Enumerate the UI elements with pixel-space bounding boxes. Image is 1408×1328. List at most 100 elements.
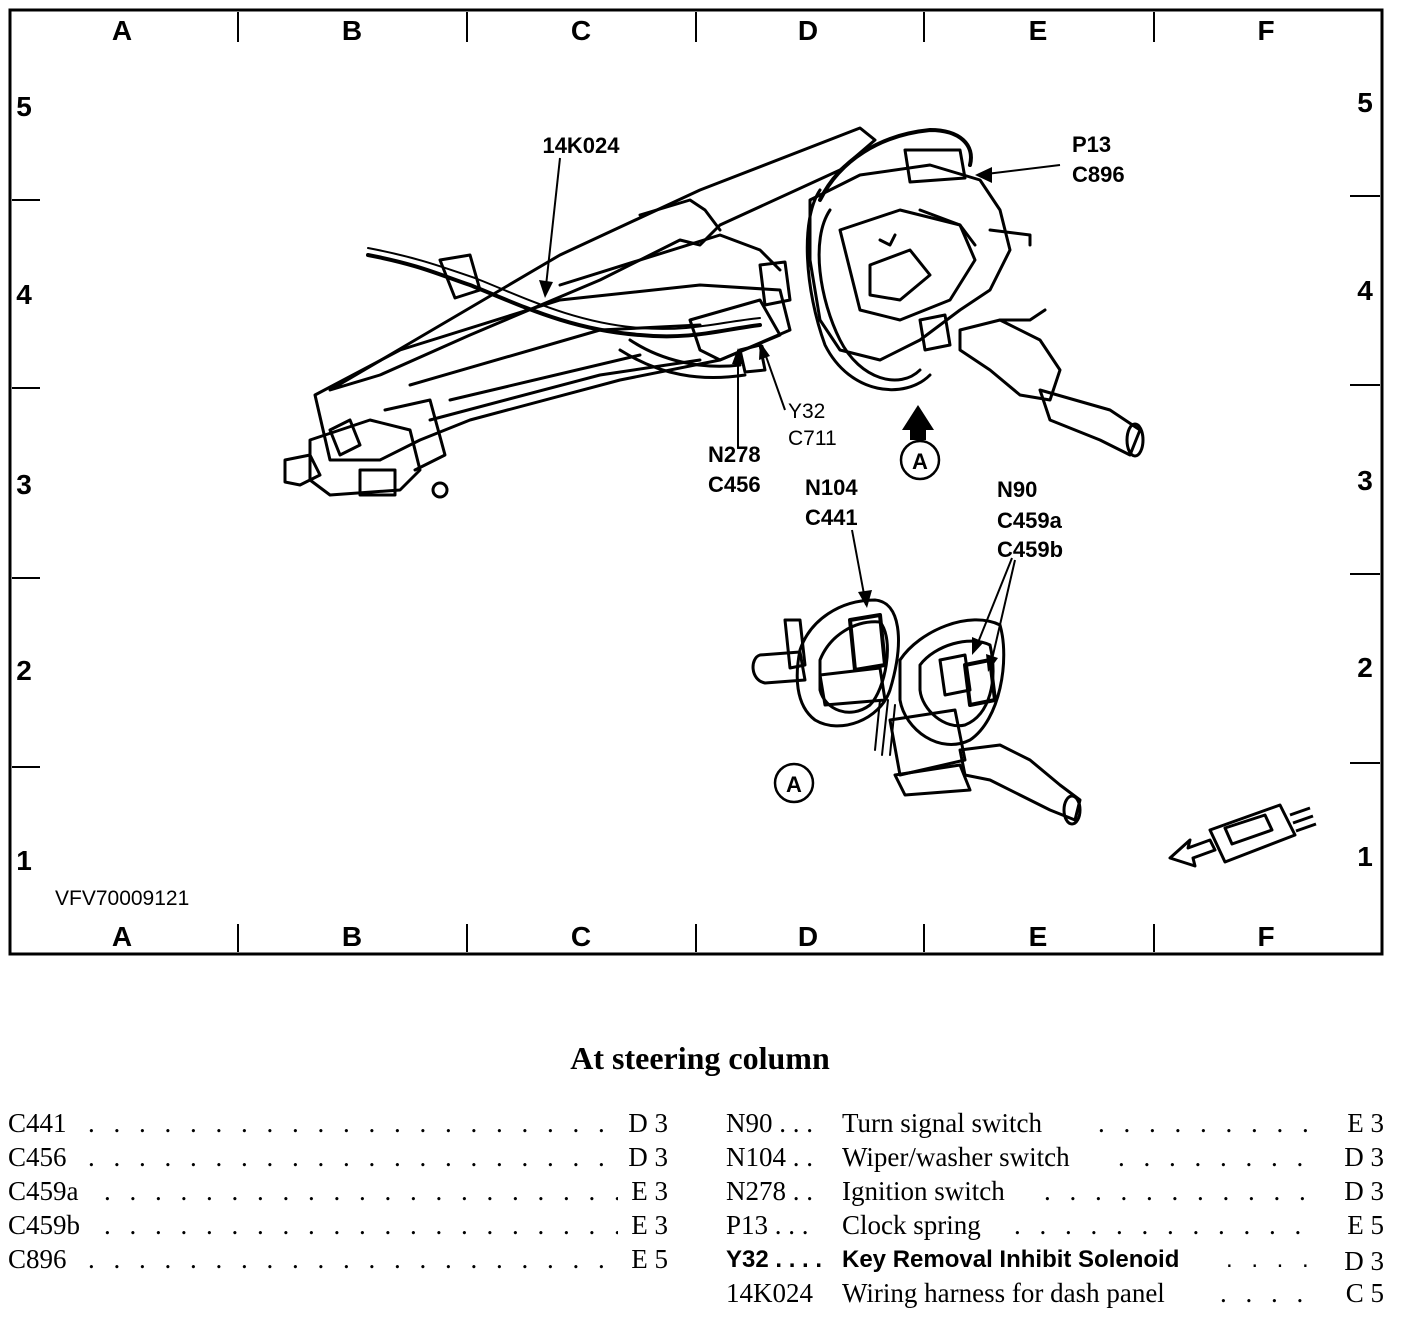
grid-columns-top: A B C D E F	[112, 15, 1275, 46]
legend-leader: . . . . . .	[1226, 1246, 1320, 1273]
legend-right: N90 . . . Turn signal switch . . . . . .…	[726, 1108, 1386, 1318]
legend-location: D 3	[1344, 1176, 1384, 1206]
legend-code: N104 . .	[726, 1142, 813, 1172]
callout-y32: Y32	[788, 400, 825, 423]
grid-row-label: 3	[16, 469, 32, 500]
legend-row: C441 . . . . . . . . . . . . . . . . . .…	[8, 1108, 668, 1140]
legend-code: P13 . . .	[726, 1210, 809, 1240]
legend-row: N90 . . . Turn signal switch . . . . . .…	[726, 1108, 1386, 1140]
grid-row-label: 5	[1357, 87, 1373, 118]
legend-leader: . . . . . . . . . . . . . . . . . . . . …	[104, 1176, 618, 1206]
grid-col-label: C	[571, 15, 591, 46]
detail-a-label: A	[786, 772, 802, 797]
legend-code: Y32 . . . .	[726, 1246, 823, 1273]
grid-row-label: 2	[1357, 652, 1373, 683]
legend-location: E 5	[1347, 1210, 1384, 1240]
grid-row-label: 4	[1357, 275, 1373, 306]
legend-location: D 3	[628, 1108, 668, 1138]
legend-description: Turn signal switch	[842, 1108, 1043, 1138]
grid-col-label: F	[1257, 921, 1274, 952]
detail-a-marker	[773, 762, 815, 804]
diagram-frame	[8, 8, 1384, 956]
legend-location: E 3	[631, 1176, 668, 1206]
grid-dividers	[12, 12, 1380, 952]
legend-leader: . . . . . . . . . . . . . . . . . . . . …	[88, 1108, 618, 1138]
legend-description: Key Removal Inhibit Solenoid	[842, 1246, 1180, 1273]
callout-p13: P13	[1072, 132, 1111, 157]
legend-row: Y32 . . . . Key Removal Inhibit Solenoid…	[726, 1246, 1386, 1278]
legend-description: Wiper/washer switch	[842, 1142, 1070, 1172]
legend-leader: . . . . . . . . . . . . . . . . . . . . …	[1044, 1176, 1320, 1206]
legend-row: 14K024 Wiring harness for dash panel . .…	[726, 1278, 1386, 1310]
legend-code: C441	[8, 1108, 67, 1138]
grid-col-label: F	[1257, 15, 1274, 46]
callout-n90: N90	[997, 477, 1037, 502]
grid-rows-left: 5 4 3 2 1	[16, 91, 32, 876]
legend-leader: . . . . . . . . . . . . . . . . . . . .	[1118, 1142, 1320, 1172]
legend-code: C896	[8, 1244, 67, 1274]
legend-location: D 3	[1344, 1246, 1384, 1276]
legend-location: E 3	[1347, 1108, 1384, 1138]
steering-column-illustration	[283, 126, 1145, 499]
callout-c896: C896	[1072, 162, 1125, 187]
view-arrow-icon	[902, 405, 934, 440]
legend-location: C 5	[1345, 1278, 1384, 1308]
legend-description: Clock spring	[842, 1210, 981, 1240]
legend-row: C459b . . . . . . . . . . . . . . . . . …	[8, 1210, 668, 1242]
callout-n104: N104	[805, 475, 858, 500]
callout-n278: N278	[708, 442, 761, 467]
view-a-marker	[899, 439, 941, 481]
grid-col-label: D	[798, 921, 818, 952]
callout-c459b: C459b	[997, 537, 1063, 562]
legend-leader: . . . . . . . . . . . . . . . . . . . . …	[88, 1244, 618, 1274]
legend-location: E 5	[631, 1244, 668, 1274]
legend-code: C459a	[8, 1176, 79, 1206]
legend-left: C441 . . . . . . . . . . . . . . . . . .…	[8, 1108, 668, 1278]
grid-col-label: D	[798, 15, 818, 46]
grid-col-label: A	[112, 15, 132, 46]
legend-row: C459a . . . . . . . . . . . . . . . . . …	[8, 1176, 668, 1208]
legend-code: N90 . . .	[726, 1108, 813, 1138]
grid-row-label: 3	[1357, 465, 1373, 496]
legend-leader: . . . . . . . . . . . . . . . . . . . . …	[1098, 1108, 1320, 1138]
legend-title: At steering column	[570, 1040, 830, 1076]
grid-row-label: 5	[16, 91, 32, 122]
legend-leader: . . . . . . . . . . . . . . . . . . . . …	[88, 1142, 618, 1172]
legend-leader: . . . . . . .	[1220, 1278, 1320, 1308]
detail-view-a-illustration	[751, 598, 1082, 826]
legend-location: D 3	[1344, 1142, 1384, 1172]
legend-description: Ignition switch	[842, 1176, 1005, 1206]
callout-14k024: 14K024	[542, 133, 620, 158]
grid-row-label: 2	[16, 655, 32, 686]
view-a-label: A	[912, 449, 928, 474]
grid-col-label: A	[112, 921, 132, 952]
grid-col-label: B	[342, 921, 362, 952]
grid-col-label: B	[342, 15, 362, 46]
legend-leader: . . . . . . . . . . . . . . . . . . . . …	[1014, 1210, 1320, 1240]
grid-row-label: 4	[16, 279, 32, 310]
callout-c456: C456	[708, 472, 761, 497]
grid-row-label: 1	[1357, 841, 1373, 872]
legend-row: C456 . . . . . . . . . . . . . . . . . .…	[8, 1142, 668, 1174]
grid-rows-right: 5 4 3 2 1	[1357, 87, 1373, 872]
legend-row: C896 . . . . . . . . . . . . . . . . . .…	[8, 1244, 668, 1276]
legend-row: N104 . . Wiper/washer switch . . . . . .…	[726, 1142, 1386, 1174]
callout-c711: C711	[788, 427, 837, 450]
steering-column-diagram: A B C D E F A B C D E F 5 4 3 2 1 5 4 3 …	[8, 8, 1384, 956]
legend-row: P13 . . . Clock spring . . . . . . . . .…	[726, 1210, 1386, 1242]
legend-leader: . . . . . . . . . . . . . . . . . . . . …	[104, 1210, 618, 1240]
leader-arrowheads	[539, 167, 998, 672]
grid-row-label: 1	[16, 845, 32, 876]
legend-location: E 3	[631, 1210, 668, 1240]
callout-c459a: C459a	[997, 508, 1063, 533]
grid-col-label: E	[1029, 921, 1048, 952]
connector-icon	[1168, 803, 1317, 868]
figure-id: VFV70009121	[55, 887, 189, 910]
callout-c441: C441	[805, 505, 858, 530]
legend-code: C459b	[8, 1210, 81, 1240]
legend-location: D 3	[628, 1142, 668, 1172]
legend-code: 14K024	[726, 1278, 813, 1308]
grid-col-label: C	[571, 921, 591, 952]
legend-code: N278 . .	[726, 1176, 813, 1206]
grid-columns-bottom: A B C D E F	[112, 921, 1275, 952]
